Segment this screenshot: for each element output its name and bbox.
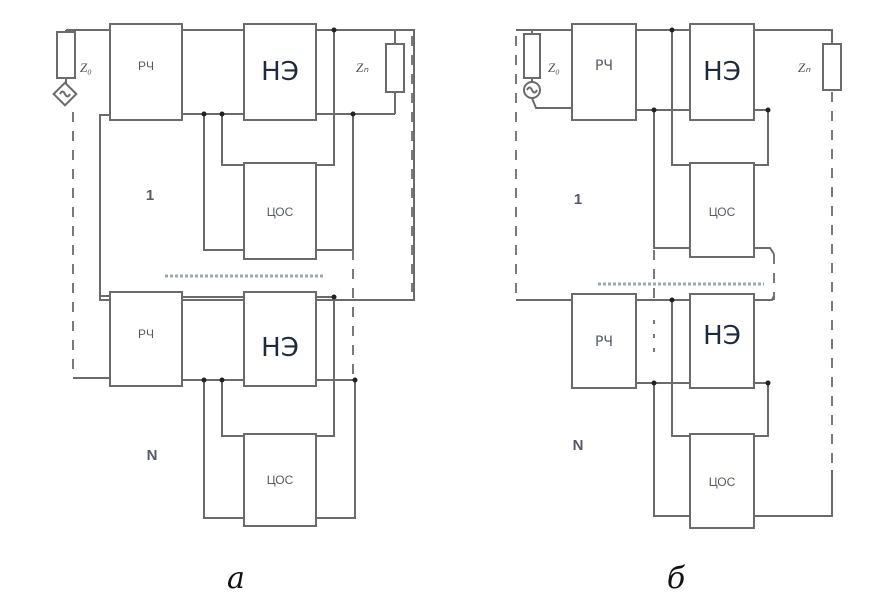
nonlinear-element-block — [689, 293, 755, 389]
ac-source-icon — [52, 81, 78, 107]
junction-node — [219, 377, 225, 383]
resistor-icon — [56, 31, 76, 79]
rf-block-label: РЧ — [595, 334, 613, 350]
wire — [516, 295, 775, 301]
feedback-block — [243, 433, 317, 527]
wire — [316, 30, 335, 166]
feedback-block-label: ЦОС — [709, 475, 736, 489]
junction-node — [350, 111, 356, 117]
wire — [531, 78, 572, 109]
wire — [316, 29, 396, 44]
wire — [754, 470, 833, 517]
load-impedance-label: Zₙ — [798, 60, 811, 75]
junction-node — [651, 380, 657, 386]
wire — [221, 380, 244, 437]
stage-1-label: 1 — [574, 191, 582, 208]
wire — [754, 383, 769, 437]
junction-node — [669, 27, 675, 33]
stage-n-label: N — [573, 437, 584, 454]
nonlinear-element-label: НЭ — [261, 57, 299, 87]
resistor-icon — [385, 43, 405, 93]
junction-node — [352, 377, 358, 383]
wire — [203, 380, 244, 519]
rf-block — [571, 293, 637, 389]
panel-caption: а — [227, 561, 245, 596]
rf-block — [571, 23, 637, 121]
stage-1-label: 1 — [146, 187, 154, 204]
feedback-block — [243, 162, 317, 260]
nonlinear-element-block — [243, 291, 317, 387]
rf-block — [109, 291, 183, 387]
panel-a: Z₀ РЧ НЭ Zₙ ЦОС 1 — [52, 23, 415, 596]
junction-node — [331, 294, 337, 300]
wire — [316, 380, 356, 519]
nonlinear-element-label: НЭ — [261, 333, 299, 363]
junction-node — [765, 380, 771, 386]
rf-block-label: РЧ — [138, 327, 154, 341]
source-impedance-label: Z₀ — [548, 60, 560, 75]
stage-n-label: N — [147, 447, 158, 464]
junction-node — [331, 27, 337, 33]
nonlinear-element-block — [243, 23, 317, 121]
ac-source-icon — [523, 81, 541, 99]
wire — [754, 29, 833, 44]
wire — [636, 29, 690, 111]
wire — [671, 300, 690, 437]
feedback-block-label: ЦОС — [267, 473, 294, 487]
wire — [671, 30, 690, 166]
junction-node — [201, 111, 207, 117]
source-impedance-label: Z₀ — [80, 60, 92, 75]
wire — [754, 247, 775, 255]
wire — [653, 110, 690, 249]
wire — [221, 114, 244, 166]
wire — [316, 297, 335, 437]
feedback-block — [689, 433, 755, 529]
load-impedance-label: Zₙ — [356, 60, 369, 75]
nonlinear-element-label: НЭ — [703, 57, 741, 87]
feedback-block — [689, 162, 755, 258]
junction-node — [669, 297, 675, 303]
nonlinear-element-label: НЭ — [703, 321, 741, 351]
junction-node — [219, 111, 225, 117]
junction-node — [765, 107, 771, 113]
panel-b: Z₀ РЧ НЭ Zₙ ЦОС 1 РЧ НЭ — [515, 23, 842, 596]
panel-caption: б — [667, 561, 686, 596]
rf-block-label: РЧ — [138, 59, 154, 73]
wire — [653, 383, 690, 517]
feedback-block-label: ЦОС — [709, 205, 736, 219]
junction-node — [651, 107, 657, 113]
resistor-icon — [523, 33, 541, 79]
wire — [203, 114, 244, 251]
rf-block-label: РЧ — [595, 58, 613, 74]
wire — [754, 109, 769, 166]
resistor-icon — [822, 43, 842, 91]
feedback-block-label: ЦОС — [267, 205, 294, 219]
rf-block — [109, 23, 183, 121]
nonlinear-element-block — [689, 23, 755, 121]
junction-node — [201, 377, 207, 383]
